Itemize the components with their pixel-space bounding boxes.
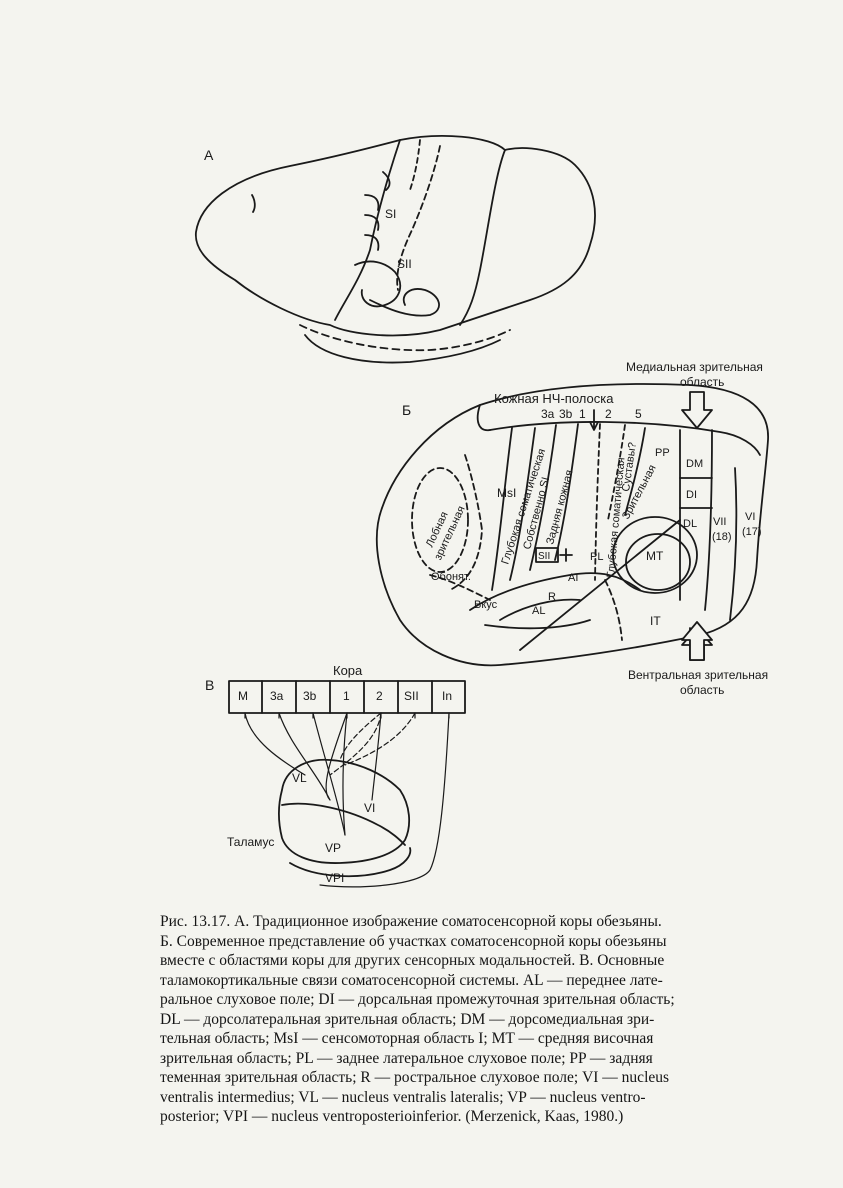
vl-label: VL [292,771,307,785]
svg-text:AL: AL [532,605,545,617]
svg-text:(17): (17) [742,526,762,538]
panel-b-letter: Б [402,402,411,418]
svg-text:Обонят.: Обонят. [431,571,471,583]
svg-text:VII: VII [713,516,726,528]
occipital-boundary [460,150,505,325]
panel-a-letter: А [204,147,214,163]
box-sii: SII [404,689,419,703]
medial-arrow [682,392,712,428]
svg-text:IT: IT [650,614,661,628]
svg-text:PL: PL [590,551,603,563]
lateral-dashed [300,325,510,350]
projection-lines [245,713,449,887]
central-sulcus [335,140,400,320]
box-3a: 3a [270,689,284,703]
medial-visual-label-1: Медиальная зрительная [626,360,763,374]
panel-v-thalamocortical: В Кора M 3a 3b 1 2 SII In Таламус VL VI … [205,663,465,887]
panel-v-letter: В [205,677,214,693]
temporal-lobe-base [305,335,500,363]
box-2: 2 [376,689,383,703]
svg-text:DL: DL [683,518,697,530]
svg-text:(18): (18) [712,531,732,543]
ventral-visual-label-1: Вентральная зрительная [628,668,768,682]
svg-text:SII: SII [538,551,550,562]
svg-text:Вкус: Вкус [474,599,498,611]
msi-label: MsI [497,486,516,500]
skin-strip-label: Кожная НЧ-полоска [494,391,614,406]
svg-text:2: 2 [605,407,612,421]
svg-text:DI: DI [686,489,697,501]
si-label: SI [385,207,396,221]
vpi-label: VPI [325,871,344,885]
svg-text:VI: VI [745,511,755,523]
down-arrow [590,410,598,430]
vp-label: VP [325,841,341,855]
box-3b: 3b [303,689,317,703]
box-1: 1 [343,689,350,703]
svg-text:5: 5 [635,407,642,421]
panel-b-cortical-map: Б Медиальная зрительная область [377,360,768,697]
svg-text:DM: DM [686,458,703,470]
svg-text:3а: 3а [541,407,555,421]
panel-a-brain-lateral-view: А SI SII [196,136,595,363]
svg-text:MT: MT [646,549,664,563]
svg-text:R: R [548,591,556,603]
svg-text:1: 1 [579,407,586,421]
figure-caption: Рис. 13.17. А. Традиционное изображение … [160,912,808,1127]
ventral-visual-label-2: область [680,683,724,697]
sii-label: SII [397,257,412,271]
brain-outline [196,136,595,336]
svg-text:AI: AI [568,572,578,584]
box-m: M [238,689,248,703]
svg-text:3b: 3b [559,407,573,421]
sulcus-line [520,520,680,650]
svg-text:PP: PP [655,447,670,459]
vi-label: VI [364,801,375,815]
thalamus-label: Таламус [227,835,274,849]
cortex-label: Кора [333,663,363,678]
box-in: In [442,689,452,703]
